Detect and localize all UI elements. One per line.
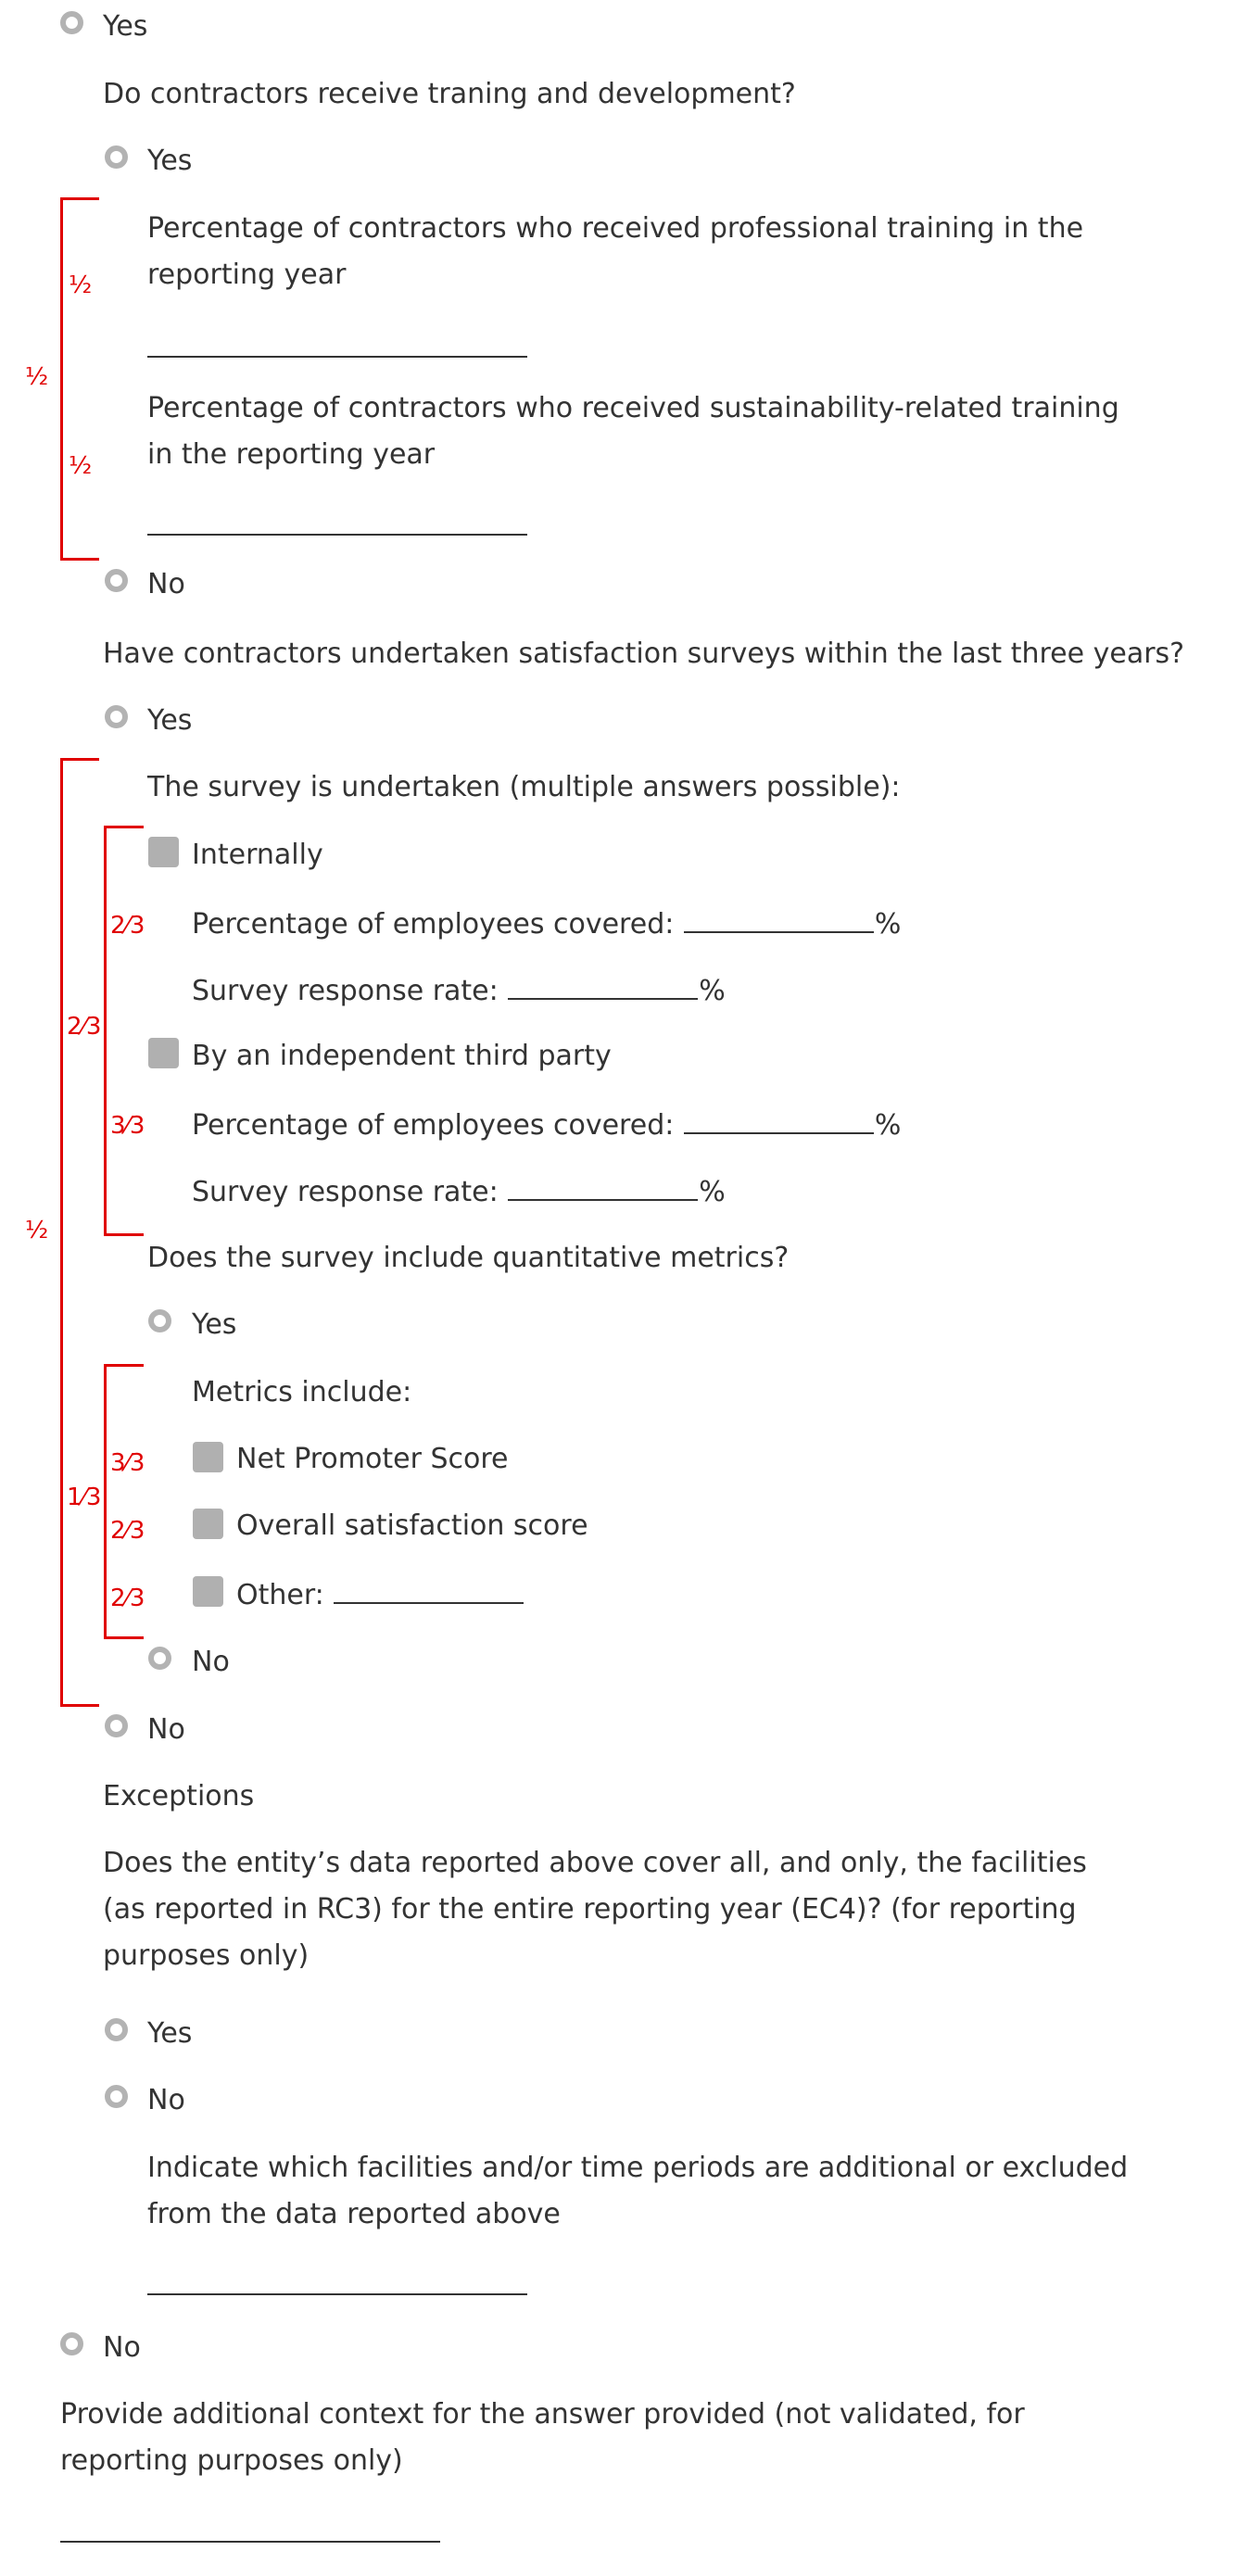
fraction-label: 2⁄3 xyxy=(67,1013,102,1041)
bracket-satisfaction xyxy=(60,758,99,1707)
top-yes-label: Yes xyxy=(103,10,148,43)
metric-overall-checkbox[interactable] xyxy=(193,1509,223,1539)
satisfaction-yes-label: Yes xyxy=(147,704,193,737)
exceptions-yes-radio[interactable] xyxy=(105,2018,128,2041)
training-field1-input[interactable] xyxy=(147,356,527,358)
metric-nps-checkbox[interactable] xyxy=(193,1442,223,1472)
fraction-label: ½ xyxy=(69,271,93,299)
fraction-label: 2⁄3 xyxy=(110,1517,145,1545)
exceptions-indicate-label: Indicate which facilities and/or time pe… xyxy=(147,2152,1129,2230)
additional-context-label: Provide additional context for the answe… xyxy=(60,2398,1025,2477)
exceptions-heading: Exceptions xyxy=(103,1780,255,1812)
fraction-label: ½ xyxy=(69,452,93,480)
metric-nps-label: Net Promoter Score xyxy=(236,1443,509,1475)
training-no-radio[interactable] xyxy=(105,569,128,592)
exceptions-question: Does the entity’s data reported above co… xyxy=(103,1847,1087,1972)
internally-checkbox[interactable] xyxy=(148,837,179,867)
bottom-no-radio[interactable] xyxy=(60,2332,83,2355)
training-field1-label: Percentage of contractors who received p… xyxy=(147,212,1084,291)
fraction-label: 2⁄3 xyxy=(110,912,145,940)
fraction-label: 3⁄3 xyxy=(110,1112,145,1140)
internal-response-rate: Survey response rate: % xyxy=(192,966,726,1015)
exceptions-no-radio[interactable] xyxy=(105,2085,128,2108)
fraction-label: 2⁄3 xyxy=(110,1585,145,1612)
internally-label: Internally xyxy=(192,839,323,871)
top-yes-radio[interactable] xyxy=(60,11,83,34)
quant-yes-label: Yes xyxy=(192,1308,237,1341)
fraction-label: ½ xyxy=(25,1217,49,1244)
training-yes-radio[interactable] xyxy=(105,145,128,169)
third-party-pct-covered: Percentage of employees covered: % xyxy=(192,1101,901,1149)
third-party-checkbox[interactable] xyxy=(148,1038,179,1068)
metric-overall-label: Overall satisfaction score xyxy=(236,1509,588,1542)
fraction-label: 3⁄3 xyxy=(110,1449,145,1477)
training-field2-input[interactable] xyxy=(147,534,527,536)
training-no-label: No xyxy=(147,568,185,600)
quant-no-radio[interactable] xyxy=(148,1647,171,1670)
metrics-include-label: Metrics include: xyxy=(192,1376,412,1408)
satisfaction-yes-radio[interactable] xyxy=(105,705,128,728)
internal-pct-covered: Percentage of employees covered: % xyxy=(192,900,901,948)
internal-response-rate-input[interactable] xyxy=(508,966,699,1000)
third-party-response-rate-input[interactable] xyxy=(508,1168,699,1201)
third-party-pct-covered-input[interactable] xyxy=(683,1101,874,1134)
satisfaction-no-radio[interactable] xyxy=(105,1714,128,1737)
bracket-metrics xyxy=(104,1364,144,1639)
training-field2-label: Percentage of contractors who received s… xyxy=(147,392,1119,471)
bottom-no-label: No xyxy=(103,2331,141,2364)
satisfaction-question: Have contractors undertaken satisfaction… xyxy=(103,638,1185,670)
quant-yes-radio[interactable] xyxy=(148,1309,171,1332)
fraction-label: 1⁄3 xyxy=(67,1484,102,1511)
quant-no-label: No xyxy=(192,1646,230,1678)
survey-heading: The survey is undertaken (multiple answe… xyxy=(147,771,901,803)
bracket-training-outer xyxy=(60,197,99,561)
exceptions-indicate-input[interactable] xyxy=(147,2293,527,2295)
training-yes-label: Yes xyxy=(147,145,193,177)
third-party-response-rate: Survey response rate: % xyxy=(192,1168,726,1216)
satisfaction-no-label: No xyxy=(147,1713,185,1746)
metric-other-input[interactable] xyxy=(334,1571,524,1604)
exceptions-yes-label: Yes xyxy=(147,2017,193,2050)
metric-other: Other: xyxy=(236,1571,524,1619)
fraction-label: ½ xyxy=(25,363,49,391)
third-party-label: By an independent third party xyxy=(192,1040,612,1072)
metric-other-checkbox[interactable] xyxy=(193,1576,223,1607)
additional-context-input[interactable] xyxy=(60,2541,440,2543)
internal-pct-covered-input[interactable] xyxy=(683,900,874,933)
bracket-survey-method xyxy=(104,826,144,1236)
quant-question: Does the survey include quantitative met… xyxy=(147,1242,790,1274)
training-question: Do contractors receive traning and devel… xyxy=(103,78,796,110)
exceptions-no-label: No xyxy=(147,2084,185,2116)
